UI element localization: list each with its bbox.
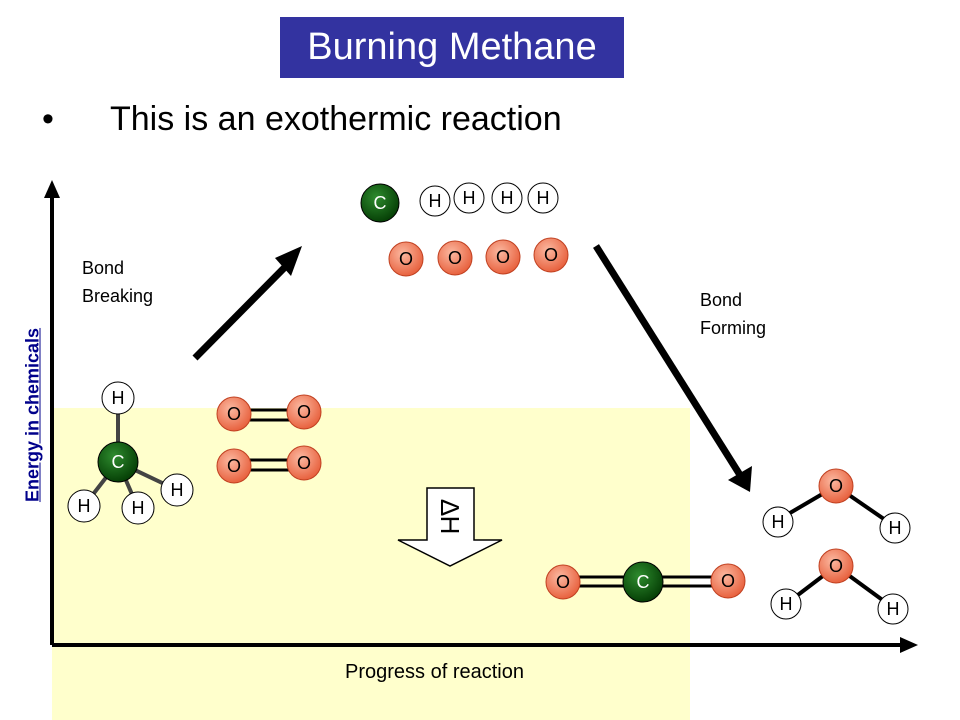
product-energy-region — [52, 408, 690, 720]
methane-hydrogen-atom-4 — [160, 473, 194, 507]
oxygen-symbol: O — [297, 402, 311, 422]
free-hydrogen-atom — [453, 182, 485, 214]
water-bonds — [776, 484, 896, 609]
water-oxygen-atom — [818, 468, 854, 504]
bond-forming-line-2: Forming — [700, 318, 767, 338]
bond-breaking-label: Bond Breaking — [82, 254, 153, 310]
water-hydrogen-symbol: H — [772, 512, 785, 532]
co2-oxygen-symbol-right: O — [721, 571, 735, 591]
methane-carbon-atom — [97, 441, 139, 483]
free-hydrogen-symbol: H — [501, 188, 514, 208]
bond-breaking-arrowhead — [275, 246, 302, 276]
water-hydrogen-atom — [879, 512, 911, 544]
methane-hydrogen-symbol-4: H — [171, 480, 184, 500]
free-oxygen-atom — [388, 241, 424, 277]
bond-breaking-line-1: Bond — [82, 258, 125, 278]
x-axis-label: Progress of reaction — [345, 661, 524, 683]
free-oxygen-atom — [533, 237, 569, 273]
water-molecule-2: O H H — [770, 548, 909, 625]
free-oxygen-atom — [485, 239, 521, 275]
subtitle: This is an exothermic reaction — [110, 100, 562, 138]
delta-h-arrow — [397, 487, 503, 567]
oxygen-atom — [216, 396, 252, 432]
water-hydrogen-symbol: H — [889, 518, 902, 538]
oxygen-atom — [216, 448, 252, 484]
co2-carbon-symbol: C — [637, 572, 650, 592]
co2-oxygen-symbol-left: O — [556, 572, 570, 592]
separated-atoms: C H H H H O O O O — [360, 182, 569, 277]
page-title: Burning Methane — [280, 17, 624, 78]
carbon-dioxide-molecule: O C O — [545, 561, 746, 603]
free-oxygen-symbol: O — [544, 245, 558, 265]
oxygen-atom — [286, 394, 322, 430]
free-carbon-atom — [360, 183, 400, 223]
methane-hydrogen-atom-2 — [67, 489, 101, 523]
free-oxygen-atom — [437, 240, 473, 276]
methane-hydrogen-symbol-1: H — [112, 388, 125, 408]
bond-forming-label: Bond Forming — [700, 286, 766, 342]
free-hydrogen-atom — [419, 185, 451, 217]
water-hydrogen-symbol: H — [780, 594, 793, 614]
free-carbon-symbol: C — [374, 193, 387, 213]
free-oxygen-symbol: O — [496, 247, 510, 267]
water-hydrogen-atom — [762, 506, 794, 538]
oxygen-molecules: O O O O — [216, 394, 322, 484]
oxygen-symbol: O — [297, 453, 311, 473]
bond-breaking-arrow — [192, 259, 293, 361]
methane-hydrogen-symbol-2: H — [78, 496, 91, 516]
oxygen-symbol: O — [227, 456, 241, 476]
free-hydrogen-atom — [491, 182, 523, 214]
water-hydrogen-atom — [770, 588, 802, 620]
bond-forming-line-1: Bond — [700, 290, 743, 310]
methane-carbon-symbol: C — [112, 452, 125, 472]
bond-breaking-line-2: Breaking — [82, 286, 154, 306]
water-hydrogen-symbol: H — [887, 599, 900, 619]
free-hydrogen-atom — [527, 182, 559, 214]
water-hydrogen-atom — [877, 593, 909, 625]
y-axis-arrowhead — [44, 180, 60, 198]
bond-forming-arrowhead — [728, 466, 752, 492]
methane-hydrogen-atom-1 — [101, 381, 135, 415]
free-hydrogen-symbol: H — [537, 188, 550, 208]
free-oxygen-symbol: O — [399, 249, 413, 269]
free-oxygen-symbol: O — [448, 248, 462, 268]
free-hydrogen-symbol: H — [429, 191, 442, 211]
water-oxygen-atom — [818, 548, 854, 584]
y-axis-label-box — [14, 290, 52, 540]
water-oxygen-symbol: O — [829, 556, 843, 576]
co2-oxygen-atom-right — [710, 563, 746, 599]
methane-molecule: C H H H H — [67, 381, 194, 525]
co2-carbon-atom — [622, 561, 664, 603]
bullet-marker: • — [42, 100, 54, 138]
methane-hydrogen-atom-3 — [121, 491, 155, 525]
methane-hydrogen-symbol-3: H — [132, 498, 145, 518]
water-oxygen-symbol: O — [829, 476, 843, 496]
oxygen-symbol: O — [227, 404, 241, 424]
bond-forming-arrow — [593, 244, 743, 477]
water-molecule-1: O H H — [762, 468, 911, 544]
delta-h-label: ∆H — [435, 500, 465, 535]
oxygen-atom — [286, 445, 322, 481]
x-axis-arrowhead — [900, 637, 918, 653]
co2-oxygen-atom-left — [545, 564, 581, 600]
free-hydrogen-symbol: H — [463, 188, 476, 208]
